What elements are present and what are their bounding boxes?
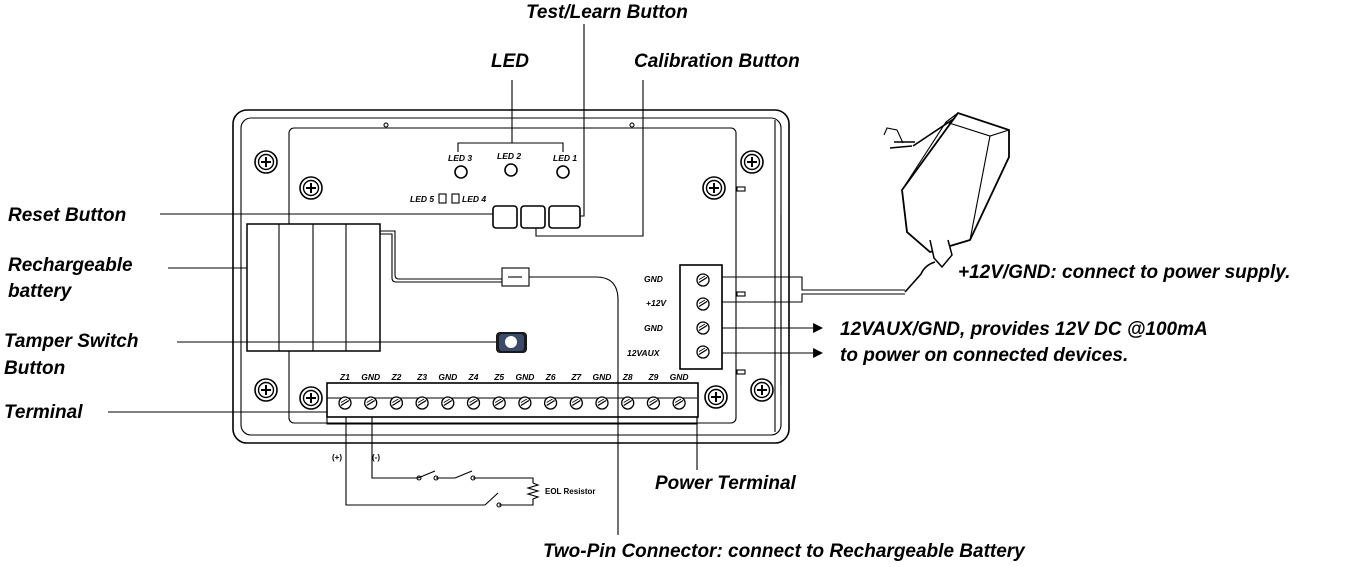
power-terminal-callout: Power Terminal — [655, 473, 797, 494]
terminal-screw-icon — [595, 396, 609, 410]
terminal-pin-label: Z8 — [622, 372, 633, 382]
terminal-pin-label: GND — [361, 372, 380, 382]
power-pin-label: 12VAUX — [627, 348, 661, 358]
power-terminal-block: GND +12V GND 12VAUX — [627, 264, 723, 370]
mounting-screw-icon — [750, 378, 774, 402]
terminal-screw-icon — [543, 396, 558, 410]
terminal-screw-icon — [492, 396, 506, 410]
terminal-screw-icon — [621, 396, 635, 410]
terminal-pin-label: GND — [670, 372, 689, 382]
terminal-pin-label: Z6 — [545, 372, 556, 382]
mounting-screw-icon — [299, 176, 323, 200]
led4-label: LED 4 — [462, 194, 486, 204]
led1-label: LED 1 — [553, 153, 577, 163]
terminal-screw-icon — [389, 396, 404, 410]
terminal-screw-icon — [646, 396, 661, 410]
power-pin-label: +12V — [646, 298, 667, 308]
eol-wiring — [345, 417, 540, 508]
reset-callout: Reset Button — [8, 205, 126, 226]
calibration-callout: Calibration Button — [634, 51, 800, 72]
terminal-pin-label: GND — [438, 372, 457, 382]
test-learn-callout: Test/Learn Button — [526, 2, 688, 23]
power-pin-label: GND — [644, 274, 663, 284]
tamper-callout-line2: Button — [4, 358, 65, 379]
terminal-pin-label: GND — [515, 372, 534, 382]
terminal-screw-icon — [518, 396, 532, 410]
terminal-pin-label: Z9 — [647, 372, 658, 382]
terminal-pin-label: Z2 — [390, 372, 401, 382]
mounting-screw-icon — [740, 150, 764, 174]
mounting-screw-icon — [254, 150, 278, 174]
led4-icon — [451, 193, 460, 204]
power-adapter-icon — [883, 111, 1010, 293]
terminal-screw-icon — [569, 396, 583, 410]
terminal-screw-icon — [364, 396, 378, 410]
power-pin-label: GND — [644, 323, 663, 333]
led-group: LED 3 LED 2 LED 1 LED 5 LED 4 — [410, 142, 577, 204]
mounting-screw-icon — [299, 386, 323, 410]
aux-callout-line2: to power on connected devices. — [840, 345, 1128, 366]
led3-label: LED 3 — [448, 153, 472, 163]
plus-label: (+) — [332, 453, 342, 462]
terminal-screw-icon — [415, 396, 429, 410]
terminal-screw-icon — [672, 396, 686, 410]
led5-label: LED 5 — [410, 194, 434, 204]
terminal-pin-label: Z4 — [468, 372, 479, 382]
terminal-pin-label: GND — [593, 372, 612, 382]
tamper-callout-line1: Tamper Switch — [4, 331, 138, 352]
terminal-block — [326, 382, 699, 425]
enclosure — [232, 109, 790, 444]
terminal-screw-icon — [338, 396, 352, 410]
calibration-button[interactable] — [520, 205, 546, 229]
eol-resistor-label: EOL Resistor — [545, 487, 596, 496]
terminal-callout: Terminal — [4, 402, 83, 423]
reset-button[interactable] — [492, 205, 518, 229]
terminal-pin-label: Z3 — [416, 372, 427, 382]
led2-label: LED 2 — [497, 151, 521, 161]
terminal-screw-icon — [441, 396, 455, 410]
led-callout: LED — [491, 51, 529, 72]
led3-icon — [454, 165, 468, 179]
terminal-pin-label: Z7 — [570, 372, 582, 382]
power-supply-callout: +12V/GND: connect to power supply. — [958, 262, 1290, 283]
terminal-pin-label: Z1 — [339, 372, 350, 382]
led2-icon — [504, 163, 518, 177]
mounting-screw-icon — [704, 385, 728, 409]
terminal-pin-label: Z5 — [493, 372, 504, 382]
two-pin-callout: Two-Pin Connector: connect to Rechargeab… — [543, 541, 1026, 562]
led5-icon — [438, 193, 447, 204]
mounting-screw-icon — [254, 378, 278, 402]
test-learn-button[interactable] — [548, 205, 581, 229]
aux-callout-line1: 12VAUX/GND, provides 12V DC @100mA — [840, 319, 1208, 340]
terminal-screw-icon — [466, 396, 481, 410]
led1-icon — [556, 165, 570, 179]
terminal-pins: Z1 GND Z2 Z3 GND Z4 Z5 GND Z6 Z7 GND Z8 Z9 GND — [338, 372, 689, 410]
minus-label: (-) — [372, 453, 380, 462]
rechargeable-battery — [246, 223, 381, 352]
battery-callout-line1: Rechargeable — [8, 255, 133, 276]
battery-callout-line2: battery — [8, 281, 73, 302]
tamper-switch — [496, 332, 527, 353]
mounting-screw-icon — [702, 176, 726, 200]
